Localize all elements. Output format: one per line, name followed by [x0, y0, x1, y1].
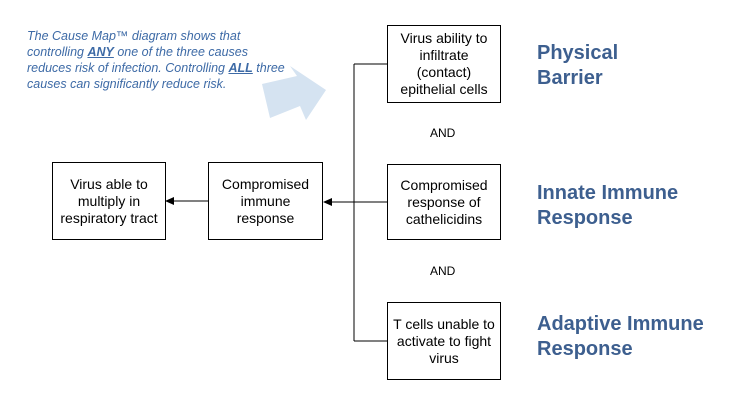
category-adaptive-immune: Adaptive Immune Response — [537, 312, 704, 362]
category-innate-line-2: Response — [537, 207, 633, 229]
tcells-box: T cells unable to activate to fight viru… — [387, 302, 501, 380]
compromised-line-3: response — [236, 209, 295, 226]
cathelicidins-line-3: cathelicidins — [405, 210, 483, 227]
effect-line-2: multiply in — [77, 192, 141, 209]
cause-map-note: The Cause Map™ diagram shows that contro… — [27, 28, 289, 92]
big-pointer-arrow-icon — [262, 66, 326, 120]
compromised-line-1: Compromised — [221, 175, 310, 192]
compromised-line-2: immune — [240, 192, 291, 209]
note-text-1: The Cause Map™ diagram shows that contro… — [27, 29, 241, 59]
category-innate-immune: Innate Immune Response — [537, 181, 678, 231]
tcells-line-2: activate to fight — [396, 332, 492, 349]
category-adaptive-line-2: Response — [537, 338, 633, 360]
tcells-line-3: virus — [429, 349, 459, 366]
virus-ability-line-4: epithelial cells — [400, 81, 488, 97]
note-any-emphasis: ANY — [87, 45, 114, 59]
compromised-immune-box: Compromised immune response — [208, 162, 323, 240]
cathelicidins-line-1: Compromised — [400, 176, 488, 193]
virus-ability-line-2: infiltrate — [419, 47, 469, 63]
cathelicidins-line-2: response of — [407, 193, 481, 210]
category-physical-barrier: Physical Barrier — [537, 41, 618, 91]
effect-line-3: respiratory tract — [60, 209, 158, 226]
virus-ability-line-3: (contact) — [416, 64, 472, 80]
note-all-emphasis: ALL — [228, 61, 253, 75]
effect-line-1: Virus able to — [70, 175, 148, 192]
note-text-2: one of the three causes reduces risk of … — [27, 45, 248, 75]
category-innate-line-1: Innate Immune — [537, 182, 679, 204]
category-physical-line-1: Physical — [537, 42, 619, 64]
and-label-2: AND — [430, 264, 456, 278]
tcells-line-1: T cells unable to — [393, 315, 495, 332]
note-text-3: three causes can significantly reduce ri… — [27, 61, 285, 91]
category-adaptive-line-1: Adaptive Immune — [537, 313, 704, 335]
cathelicidins-box: Compromised response of cathelicidins — [387, 164, 501, 240]
category-physical-line-2: Barrier — [537, 67, 603, 89]
and-label-1: AND — [430, 126, 456, 140]
virus-ability-line-1: Virus ability to — [400, 30, 488, 46]
effect-box: Virus able to multiply in respiratory tr… — [52, 162, 166, 240]
virus-ability-box: Virus ability to infiltrate (contact) ep… — [387, 25, 501, 103]
